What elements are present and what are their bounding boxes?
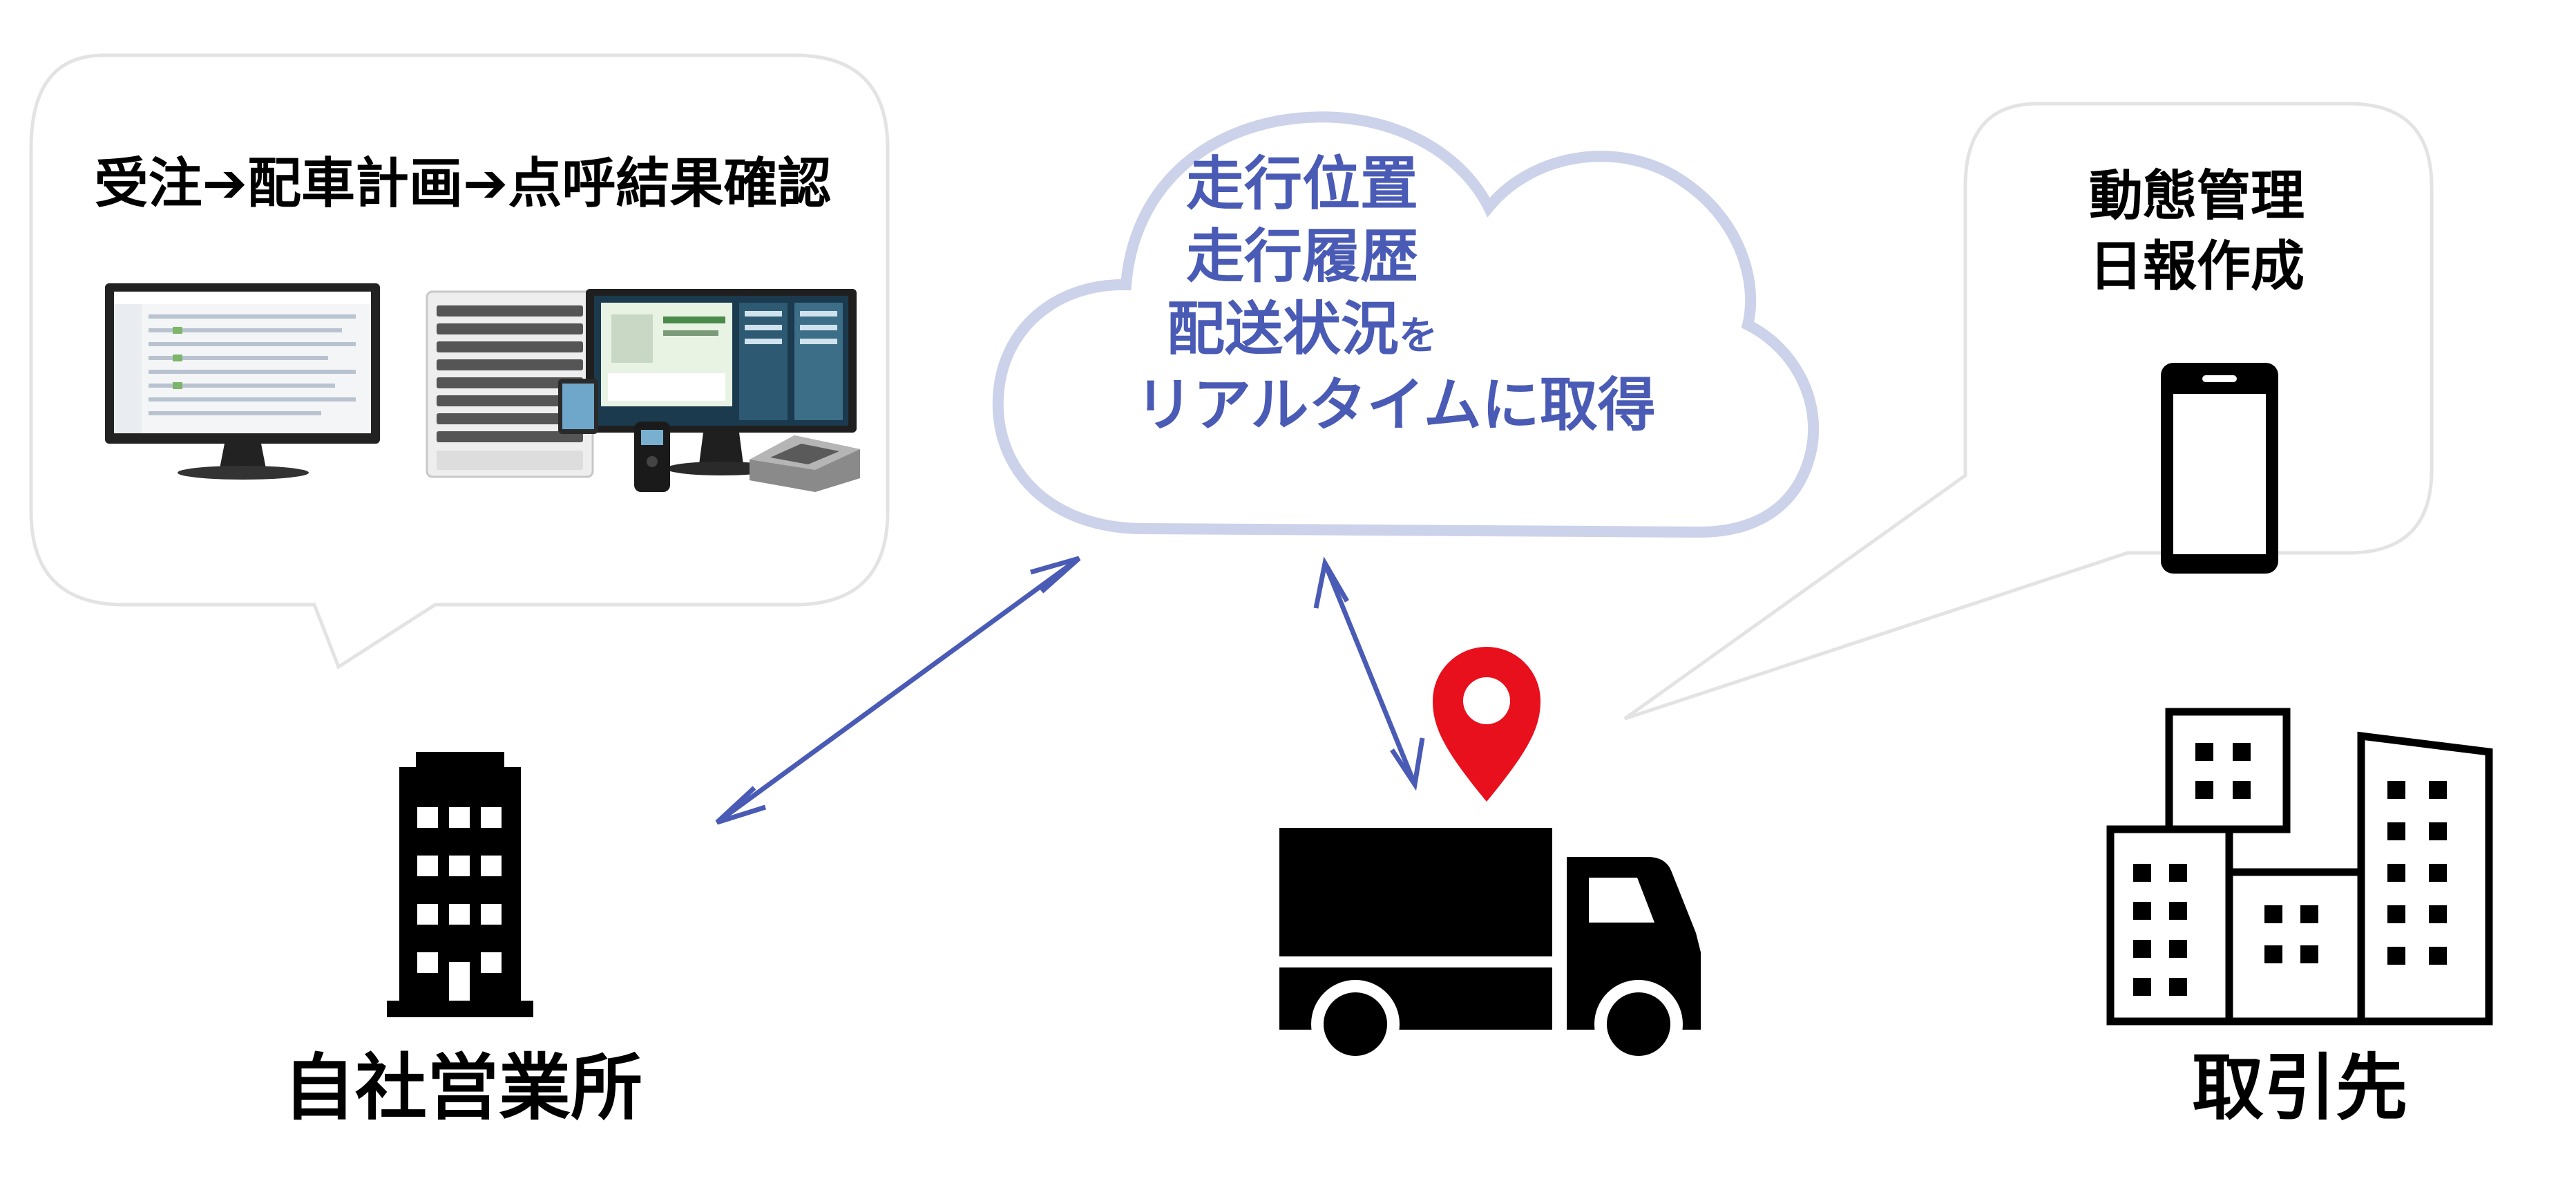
cloud-line-status-particle: を xyxy=(1399,314,1438,359)
phone-bubble-line-tracking: 動態管理 xyxy=(2089,165,2305,227)
client-building-windows xyxy=(2133,743,2447,996)
smartphone-icon xyxy=(2161,363,2278,574)
client-buildings-icon xyxy=(2106,708,2493,1026)
office-building-icon xyxy=(387,752,533,1017)
key-cabinet-image xyxy=(426,290,594,478)
roll-call-monitor-image xyxy=(586,289,857,475)
card-reader-image xyxy=(750,435,860,492)
cloud-shape xyxy=(992,111,1820,538)
cloud-line-realtime: リアルタイムに取得 xyxy=(1135,371,1655,439)
delivery-truck-icon xyxy=(1279,828,1701,1068)
location-pin-icon xyxy=(1433,647,1540,802)
office-label: 自社営業所 xyxy=(283,1046,642,1130)
client-label: 取引先 xyxy=(2192,1046,2407,1130)
office-workflow-text: 受注➔配車計画➔点呼結果確認 xyxy=(95,153,832,215)
truck-cloud-arrow xyxy=(1313,556,1425,791)
phone-bubble-line-report: 日報作成 xyxy=(2089,236,2305,298)
office-cloud-arrow xyxy=(715,556,1081,825)
dispatch-monitor-image xyxy=(105,283,380,480)
cloud-line-status: 配送状況を xyxy=(1167,295,1438,363)
phone-speech-bubble xyxy=(1623,102,2434,721)
alcohol-checker-image xyxy=(634,422,670,492)
cloud-line-status-main: 配送状況 xyxy=(1167,295,1399,363)
cloud-line-position: 走行位置 xyxy=(1186,150,1418,218)
tablet-image xyxy=(558,379,598,434)
cloud-line-history: 走行履歴 xyxy=(1186,223,1418,290)
